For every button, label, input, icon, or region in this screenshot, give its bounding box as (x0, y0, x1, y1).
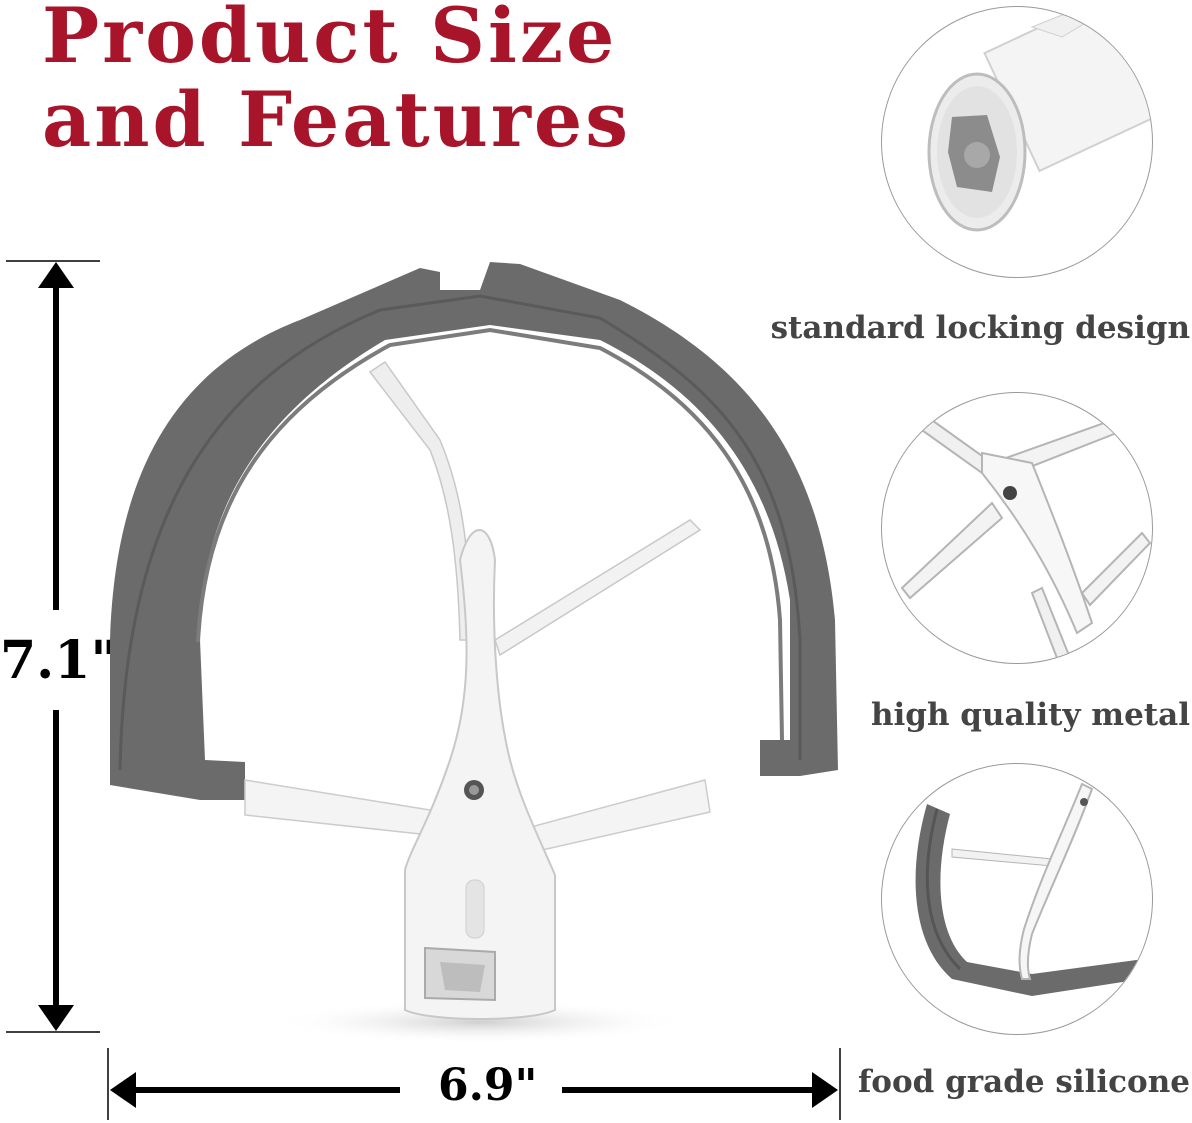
feature-label-metal: high quality metal (870, 697, 1190, 733)
metal-frame-icon (900, 411, 1152, 659)
feature-label-locking: standard locking design (770, 310, 1190, 346)
feature-label-silicone: food grade silicone (857, 1064, 1190, 1100)
silicone-edge-icon (915, 782, 1144, 996)
title-line-2: and Features (42, 75, 632, 164)
width-dimension-label: 6.9" (438, 1060, 538, 1111)
height-dimension-label: 7.1" (0, 630, 118, 691)
page-title: Product Size and Features (42, 0, 631, 162)
locking-hub-icon (927, 7, 1152, 232)
feature-image-locking (881, 6, 1153, 278)
title-line-1: Product Size (42, 0, 618, 80)
feature-image-metal (881, 392, 1153, 664)
feature-image-silicone (881, 763, 1153, 1035)
